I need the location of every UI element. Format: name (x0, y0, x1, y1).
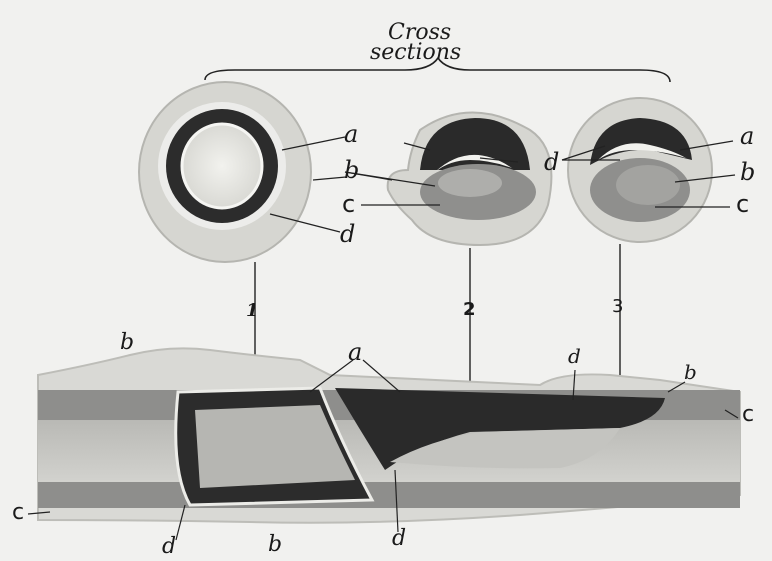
label-c: c (742, 404, 754, 426)
longitudinal-vessel (38, 348, 740, 522)
section-number-3: 3 (612, 298, 623, 316)
label-d: d (340, 222, 355, 246)
label-c: c (342, 192, 355, 216)
label-a: a (740, 124, 754, 148)
label-d: d (162, 536, 176, 558)
section-number-1: 1 (246, 302, 259, 320)
cross-section-1 (139, 82, 311, 262)
title-line-2: sections (370, 42, 461, 64)
cross-section-3 (568, 98, 712, 242)
label-b: b (120, 332, 134, 354)
label-a: a (344, 122, 358, 146)
label-c: c (736, 192, 749, 216)
label-a: a (348, 340, 362, 364)
label-d: d (568, 346, 581, 366)
label-c: c (12, 502, 24, 524)
section-number-2: 2 (463, 301, 476, 319)
label-b: b (344, 158, 359, 182)
label-b: b (684, 362, 697, 382)
label-d: d (392, 528, 406, 550)
label-b: b (740, 160, 755, 184)
label-d: d (544, 150, 559, 174)
label-b: b (268, 534, 282, 556)
cross-section-2 (388, 113, 552, 246)
